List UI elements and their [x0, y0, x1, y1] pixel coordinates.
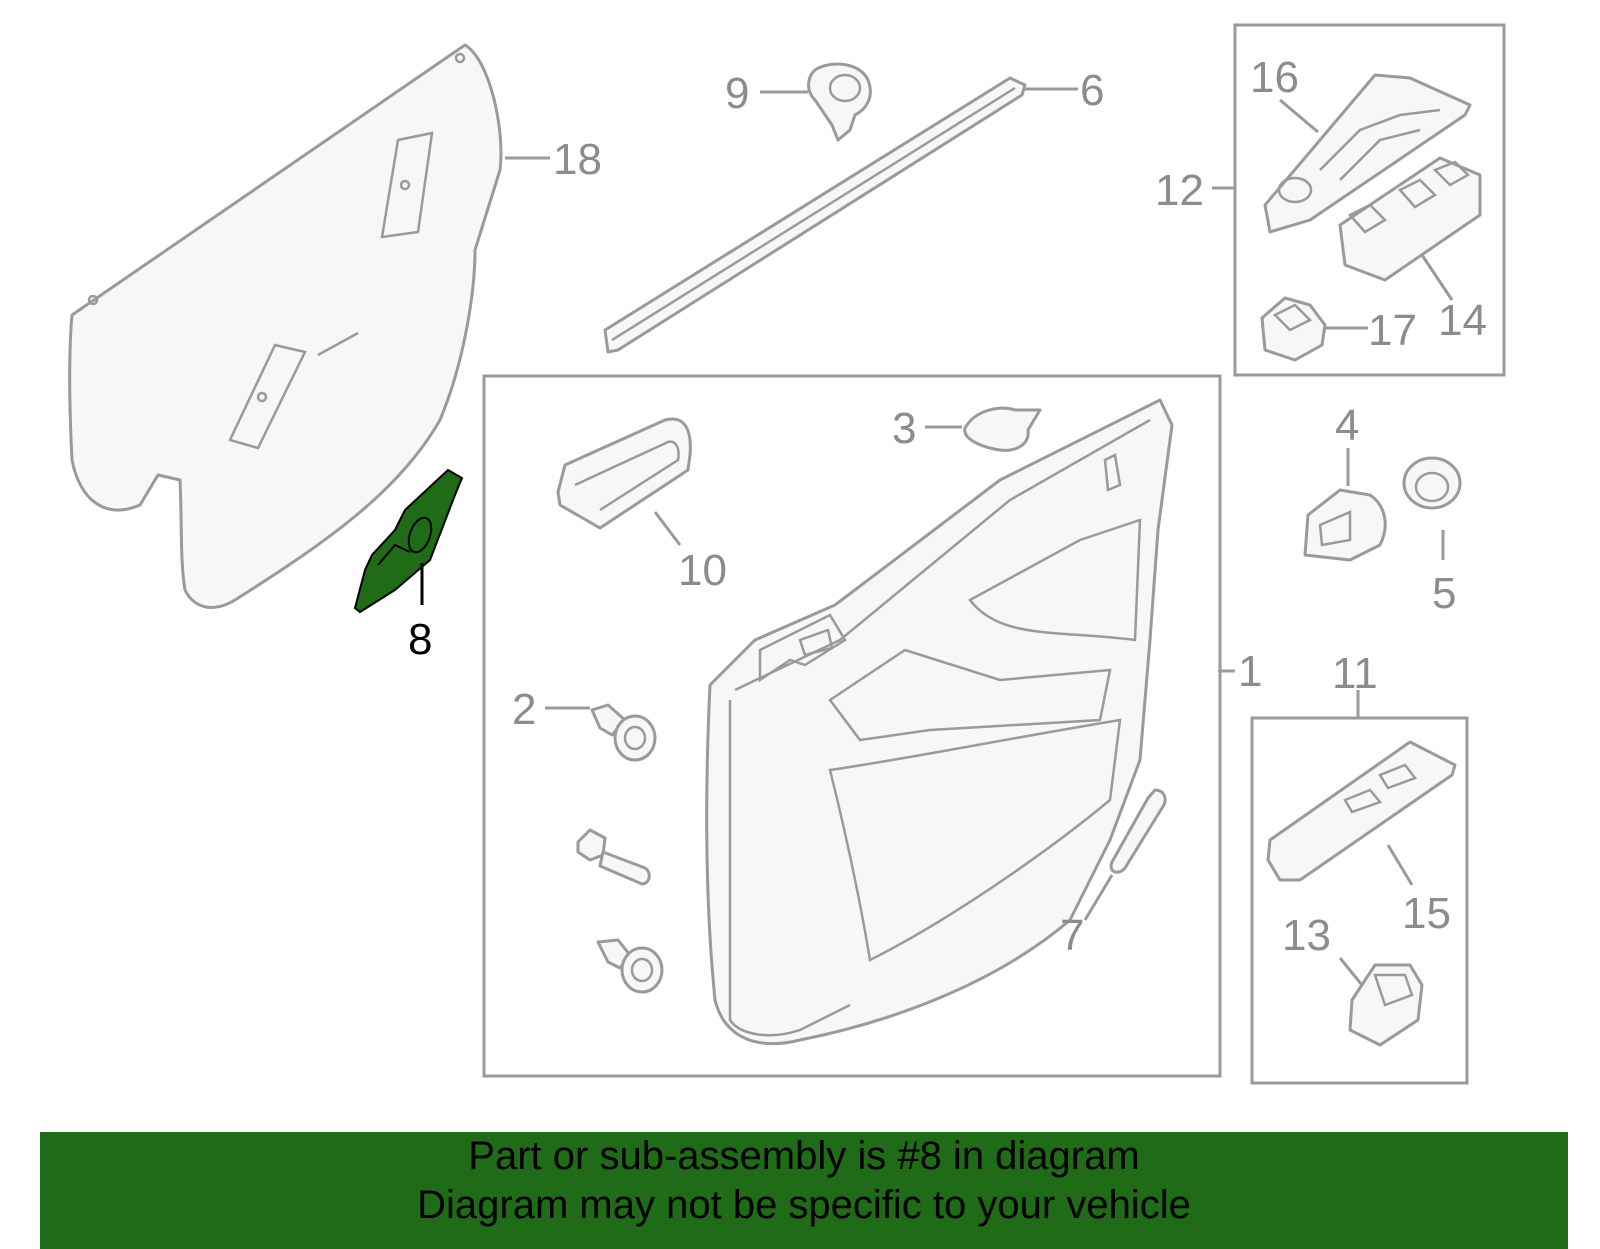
callout-12: 12	[1155, 166, 1204, 215]
banner-line-1: Part or sub-assembly is #8 in diagram	[468, 1134, 1140, 1178]
box-part-1	[482, 374, 1222, 1078]
callout-10: 10	[678, 546, 727, 595]
part-10-handle-cover	[556, 417, 692, 530]
part-8-bracket-highlighted	[353, 468, 464, 614]
part-18-door-glass	[68, 43, 503, 609]
part-15-switch-bezel	[1266, 740, 1457, 882]
callout-18: 18	[553, 135, 602, 184]
callout-6: 6	[1080, 66, 1104, 115]
part-3-cap	[963, 406, 1042, 452]
callout-7: 7	[1060, 911, 1084, 960]
part-13-switch	[1348, 963, 1424, 1047]
callout-2: 2	[512, 685, 536, 734]
info-banner: Part or sub-assembly is #8 in diagram Di…	[40, 1132, 1568, 1249]
callout-16: 16	[1250, 53, 1299, 102]
banner-line-2: Diagram may not be specific to your vehi…	[417, 1183, 1191, 1227]
callout-14: 14	[1438, 296, 1487, 345]
part-2-fasteners	[576, 703, 664, 994]
part-7-strip	[1109, 788, 1167, 874]
part-9-clip	[807, 62, 872, 142]
callout-8: 8	[408, 615, 432, 664]
part-17-switch	[1260, 296, 1327, 362]
callout-9: 9	[725, 69, 749, 118]
callout-labels: 1 2 3 4 5 6 7 8 9 10 11 12 13 14 15 16 1…	[408, 53, 1487, 960]
part-1-door-panel	[705, 398, 1174, 1046]
callout-4: 4	[1335, 401, 1359, 450]
leader-lines	[420, 87, 1454, 986]
part-16-switch-bezel	[1263, 73, 1472, 234]
box-part-12	[1233, 23, 1506, 377]
callout-15: 15	[1402, 889, 1451, 938]
callout-1: 1	[1238, 647, 1262, 696]
callout-13: 13	[1282, 911, 1331, 960]
part-4-cover	[1303, 488, 1387, 562]
part-14-switch-assembly	[1338, 156, 1482, 282]
callout-11: 11	[1332, 649, 1378, 698]
callout-3: 3	[892, 404, 916, 453]
callout-5: 5	[1432, 569, 1456, 618]
parts-diagram: 1 2 3 4 5 6 7 8 9 10 11 12 13 14 15 16 1…	[68, 23, 1506, 1085]
part-6-weatherstrip	[603, 76, 1027, 354]
part-5-grommet	[1402, 456, 1462, 510]
callout-17: 17	[1368, 306, 1417, 355]
